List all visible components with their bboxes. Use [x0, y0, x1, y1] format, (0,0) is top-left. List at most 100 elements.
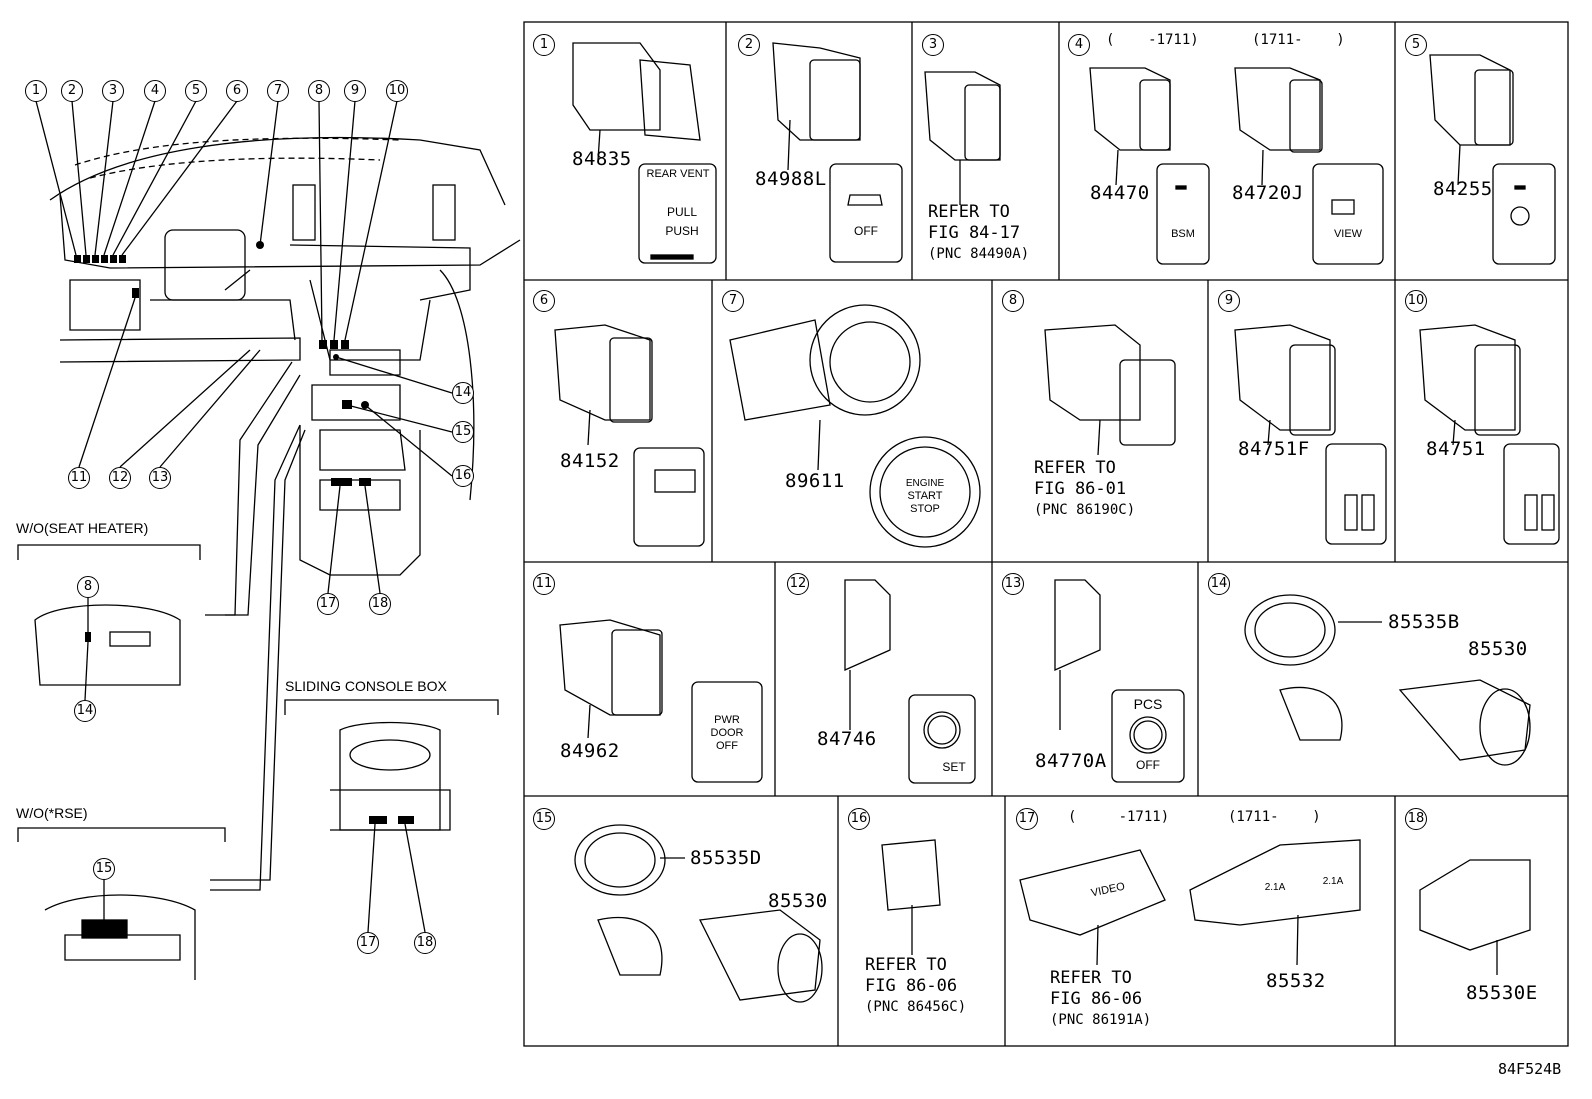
cell-number: 6 — [533, 290, 555, 312]
callout-2[interactable]: 2 — [61, 80, 83, 102]
part-number[interactable]: 85530 — [1468, 638, 1528, 660]
ref-line: REFER TO — [1034, 458, 1116, 478]
icon-label: OFF — [854, 224, 878, 238]
callout-17[interactable]: 17 — [317, 593, 339, 615]
part-number[interactable]: 85535B — [1388, 611, 1460, 633]
part-number[interactable]: 84255 — [1433, 178, 1493, 200]
part-number[interactable]: 84770A — [1035, 750, 1107, 772]
callout-14[interactable]: 14 — [452, 382, 474, 404]
cell-number: 5 — [1405, 34, 1427, 56]
icon-label: REAR VENT — [646, 168, 710, 180]
cell-number: 14 — [1208, 573, 1230, 595]
callout-rse-15[interactable]: 15 — [93, 858, 115, 880]
callout-1[interactable]: 1 — [25, 80, 47, 102]
date-range-a: ( -1711) — [1068, 809, 1170, 825]
cell-number: 12 — [787, 573, 809, 595]
ref-text[interactable]: REFER TO FIG 86-01 (PNC 86190C) — [1034, 458, 1135, 521]
ref-pnc: (PNC 86191A) — [1050, 1012, 1152, 1028]
callout-5[interactable]: 5 — [185, 80, 207, 102]
ref-line: REFER TO — [865, 955, 947, 975]
part-number[interactable]: 89611 — [785, 470, 845, 492]
callout-9[interactable]: 9 — [344, 80, 366, 102]
callout-8[interactable]: 8 — [308, 80, 330, 102]
cell-number: 1 — [533, 34, 555, 56]
icon-label: PCS — [1133, 696, 1163, 712]
part-number[interactable]: 85530 — [768, 890, 828, 912]
date-range-b: (1711- ) — [1252, 32, 1345, 48]
part-number[interactable]: 84152 — [560, 450, 620, 472]
part-number[interactable]: 84988L — [755, 168, 827, 190]
icon-label: 2.1A — [1322, 876, 1344, 887]
cell-number: 3 — [922, 34, 944, 56]
ref-line: FIG 86-06 — [1050, 989, 1143, 1009]
callout-console-17[interactable]: 17 — [357, 932, 379, 954]
cell-number: 4 — [1068, 34, 1090, 56]
ref-pnc: (PNC 86190C) — [1034, 502, 1136, 518]
ref-line: FIG 86-01 — [1034, 479, 1127, 499]
callout-16[interactable]: 16 — [452, 465, 474, 487]
ref-line: FIG 84-17 — [928, 223, 1021, 243]
console-label: SLIDING CONSOLE BOX — [285, 678, 447, 694]
ref-line: REFER TO — [928, 202, 1010, 222]
callout-seat-8[interactable]: 8 — [77, 576, 99, 598]
callout-10[interactable]: 10 — [386, 80, 408, 102]
icon-label: PULL — [666, 205, 698, 219]
callout-15[interactable]: 15 — [452, 421, 474, 443]
cell-number: 9 — [1218, 290, 1240, 312]
part-number[interactable]: 84746 — [817, 728, 877, 750]
cell-number: 13 — [1002, 573, 1024, 595]
part-number[interactable]: 84470 — [1090, 182, 1150, 204]
icon-label: OFF — [1136, 758, 1160, 772]
part-number[interactable]: 84751 — [1426, 438, 1486, 460]
ref-text[interactable]: REFER TO FIG 86-06 (PNC 86191A) — [1050, 968, 1151, 1031]
cell-number: 11 — [533, 573, 555, 595]
rse-label: W/O(*RSE) — [16, 805, 88, 821]
callout-7[interactable]: 7 — [267, 80, 289, 102]
icon-label: 2.1A — [1264, 882, 1286, 893]
part-number[interactable]: 85532 — [1266, 970, 1326, 992]
icon-label: PWR — [714, 714, 740, 726]
callout-11[interactable]: 11 — [68, 467, 90, 489]
cell-number: 10 — [1405, 290, 1427, 312]
icon-label: START — [907, 490, 943, 502]
part-number[interactable]: 84751F — [1238, 438, 1310, 460]
icon-label: SET — [942, 760, 966, 774]
callout-12[interactable]: 12 — [109, 467, 131, 489]
ref-pnc: (PNC 86456C) — [865, 999, 967, 1015]
cell-number: 2 — [738, 34, 760, 56]
callout-4[interactable]: 4 — [144, 80, 166, 102]
part-number[interactable]: 85530E — [1466, 982, 1538, 1004]
part-number[interactable]: 84962 — [560, 740, 620, 762]
cell-number: 8 — [1002, 290, 1024, 312]
cell-number: 16 — [848, 808, 870, 830]
part-number[interactable]: 84720J — [1232, 182, 1304, 204]
ref-text[interactable]: REFER TO FIG 84-17 (PNC 84490A) — [928, 202, 1029, 265]
callout-13[interactable]: 13 — [149, 467, 171, 489]
callout-console-18[interactable]: 18 — [414, 932, 436, 954]
date-range-a: ( -1711) — [1106, 32, 1199, 48]
part-number[interactable]: 85535D — [690, 847, 762, 869]
icon-label: OFF — [716, 740, 738, 752]
callout-18[interactable]: 18 — [369, 593, 391, 615]
icon-label: PUSH — [665, 224, 699, 238]
ref-text[interactable]: REFER TO FIG 86-06 (PNC 86456C) — [865, 955, 966, 1018]
date-range-b: (1711- ) — [1228, 809, 1321, 825]
icon-label: BSM — [1171, 228, 1195, 240]
icon-label: VIEW — [1333, 228, 1363, 240]
ref-pnc: (PNC 84490A) — [928, 246, 1030, 262]
ref-line: REFER TO — [1050, 968, 1132, 988]
ref-line: FIG 86-06 — [865, 976, 958, 996]
part-number[interactable]: 84835 — [572, 148, 632, 170]
callout-seat-14[interactable]: 14 — [74, 700, 96, 722]
cell-number: 17 — [1016, 808, 1038, 830]
figure-code: 84F524B — [1498, 1060, 1562, 1078]
icon-label: STOP — [910, 503, 940, 515]
callout-3[interactable]: 3 — [102, 80, 124, 102]
seat-heater-label: W/O(SEAT HEATER) — [16, 520, 149, 536]
icon-label: DOOR — [710, 727, 744, 739]
icon-label: ENGINE — [905, 478, 945, 489]
cell-number: 7 — [722, 290, 744, 312]
cell-number: 18 — [1405, 808, 1427, 830]
callout-6[interactable]: 6 — [226, 80, 248, 102]
